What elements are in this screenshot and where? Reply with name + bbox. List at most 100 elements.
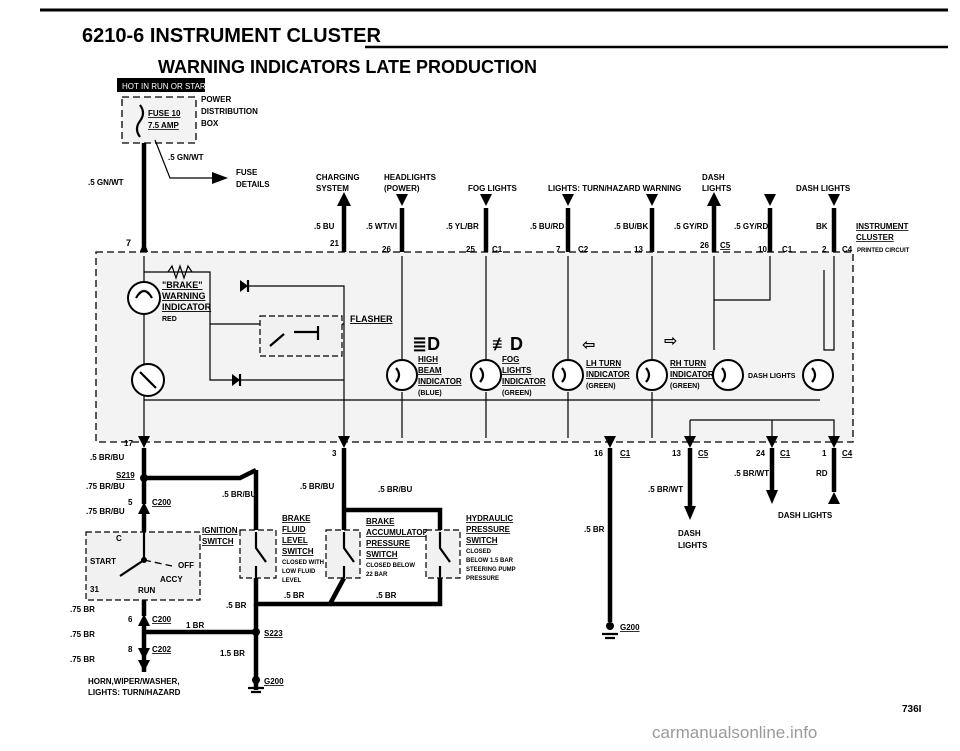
brake-acc-6: 22 BAR [366, 572, 388, 578]
brake-text-2: WARNING [162, 291, 206, 301]
trace-returns [401, 392, 653, 438]
c202-label: C202 [152, 645, 172, 654]
ground-g200a [252, 676, 260, 684]
headlights-arrow [396, 194, 408, 206]
dash-bulb-right-icon [802, 359, 834, 391]
rh-turn-bulb-icon [636, 359, 668, 391]
dash2-label: DASH LIGHTS [796, 184, 851, 193]
ignition-2: SWITCH [202, 537, 234, 546]
trace-bottom-bus [689, 419, 835, 438]
brake-fluid-4: SWITCH [282, 547, 314, 556]
section-subtitle: WARNING INDICATORS LATE PRODUCTION [158, 57, 537, 77]
resistor-icon [167, 264, 193, 280]
hydraulic-contact [438, 532, 451, 578]
brake-fluid-contact [254, 532, 267, 578]
br75a: .75 BR [70, 605, 95, 614]
pin-17: 17 [124, 439, 133, 448]
brake-text-3: INDICATOR [162, 302, 212, 312]
brake-fluid-5: CLOSED WITH [282, 560, 324, 566]
br15: 1.5 BR [220, 649, 245, 658]
flasher-box [259, 315, 343, 357]
lh-turn-1: LH TURN [586, 359, 621, 368]
pin-25: 25 [466, 245, 475, 254]
brwt-b: .5 BR/WT [734, 469, 769, 478]
brake-fluid-1: BRAKE [282, 514, 311, 523]
watermark: carmanualsonline.info [652, 723, 817, 742]
br75c: .75 BR [70, 655, 95, 664]
brake-fluid-7: LEVEL [282, 578, 302, 584]
wire-ylbr: .5 YL/BR [446, 222, 479, 231]
turn-label: LIGHTS: TURN/HAZARD WARNING [548, 184, 681, 193]
ign-off: OFF [178, 561, 194, 570]
hydraulic-5: BELOW 1.5 BAR [466, 558, 514, 564]
high-beam-3: INDICATOR [418, 377, 462, 386]
cluster-title-1: INSTRUMENT [856, 222, 909, 231]
br5d: .5 BR [584, 525, 605, 534]
dash-left-filament [721, 367, 727, 383]
c200a-arrow [138, 502, 150, 514]
wire-bubk: .5 BU/BK [614, 222, 648, 231]
dash-lights2-1: DASH [678, 529, 701, 538]
fog-arrow [480, 194, 492, 206]
headlights-2: (POWER) [384, 184, 420, 193]
high-beam-bulb-icon [386, 359, 418, 391]
brake-filament [135, 289, 153, 299]
cluster-title-2: CLUSTER [856, 233, 894, 242]
brbu-mid: .5 BR/BU [222, 490, 256, 499]
distribution-1: POWER [201, 95, 231, 104]
pin-26c: 26 [700, 241, 709, 250]
wire-brake-ground [253, 576, 346, 607]
pin-13b: 13 [672, 449, 681, 458]
s219-label: S219 [116, 471, 135, 480]
hydraulic-1: HYDRAULIC [466, 514, 513, 523]
c202-arrow [138, 648, 150, 660]
flasher-switch-icon [269, 326, 320, 347]
pin-2: 2 [822, 245, 827, 254]
charging-2: SYSTEM [316, 184, 349, 193]
charging-arrow [337, 192, 351, 206]
brbu-left: .5 BR/BU [90, 453, 124, 462]
ground-g200b [606, 622, 614, 630]
c200a-label: C200 [152, 498, 172, 507]
c200b-label: C200 [152, 615, 172, 624]
fog-ind-4: (GREEN) [502, 390, 532, 397]
horn-1: HORN,WIPER/WASHER, [88, 677, 180, 686]
distribution-2: DISTRIBUTION [201, 107, 258, 116]
ignition-1: IGNITION [202, 526, 238, 535]
lh-turn-2: INDICATOR [586, 370, 630, 379]
pin17-arrow [138, 436, 150, 448]
fuse-details-1: FUSE [236, 168, 258, 177]
rd-label: RD [816, 469, 828, 478]
pin-10: 10 [758, 245, 767, 254]
ign-c: C [116, 534, 122, 543]
brwt-a: .5 BR/WT [648, 485, 683, 494]
brbu-right: .5 BR/BU [378, 485, 412, 494]
pin-7-left: 7 [126, 238, 131, 248]
wire-s219-branch [144, 467, 258, 481]
fuse-details-2: DETAILS [236, 180, 270, 189]
rh-filament [645, 367, 651, 383]
dash-right-filament [811, 367, 817, 383]
ground-g200b-icon [602, 632, 618, 640]
rh-turn-arrow [646, 194, 658, 206]
page-header: 6210-6 INSTRUMENT CLUSTER [82, 25, 381, 47]
conn-c1a: C1 [492, 245, 503, 254]
fog-bulb-icon [470, 359, 502, 391]
dash-lights-inner: DASH LIGHTS [748, 373, 796, 380]
high-beam-symbol-icon: ≣D [412, 334, 440, 354]
trace-dash-a [713, 256, 771, 301]
pin-8: 8 [128, 645, 133, 654]
ign-31: 31 [90, 585, 99, 594]
headlights-1: HEADLIGHTS [384, 173, 437, 182]
fog-filament [479, 367, 485, 383]
rh-arrow-symbol-icon: ⇨ [664, 333, 677, 350]
dash-lights2-2: LIGHTS [678, 541, 708, 550]
flasher-label: FLASHER [350, 314, 393, 324]
bottom-c4: C4 [842, 449, 853, 458]
conn-c1b: C1 [782, 245, 793, 254]
pin1-arrow [828, 436, 840, 448]
br1: 1 BR [186, 621, 204, 630]
dash2-arrow [764, 194, 776, 206]
ign-contact-dash [143, 559, 173, 567]
